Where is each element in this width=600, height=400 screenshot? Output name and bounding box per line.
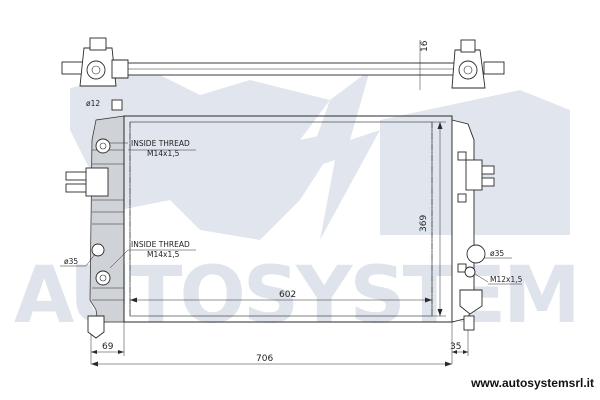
thread-bottom-title: INSIDE THREAD	[131, 240, 190, 249]
left-drain-foot	[87, 315, 105, 339]
right-bottom-pin	[463, 315, 475, 331]
extension-lines	[90, 322, 469, 364]
website-url: www.autosystemsrl.it	[471, 376, 594, 390]
top-pipe	[61, 37, 505, 89]
dim-overall-width-label: 706	[256, 354, 273, 364]
left-35-label: ø35	[64, 257, 78, 266]
right-top-nipple	[460, 39, 476, 53]
thread-top-title: INSIDE THREAD	[131, 139, 190, 148]
dim-left-offset-label: 69	[102, 342, 114, 352]
right-35-label: ø35	[490, 249, 504, 258]
right-tank-lug-a	[457, 151, 467, 161]
watermark-bull-shape	[70, 70, 345, 240]
annotation-right-35: ø35	[484, 249, 512, 259]
dim-overall-width: 706	[91, 354, 452, 367]
dim-right-offset: 35	[450, 342, 468, 354]
right-drain-foot	[459, 289, 483, 315]
right-tank-lug-c	[457, 263, 467, 273]
small-port: ø12	[86, 99, 123, 111]
thread-port-top-inner	[99, 142, 107, 150]
watermark-bolt-shape	[305, 70, 380, 240]
dim-core-height: 369	[419, 121, 446, 317]
left-housing-cap	[86, 60, 106, 80]
left-tank	[65, 115, 125, 339]
left-35-port	[91, 243, 105, 257]
right-hose-stub	[483, 61, 505, 75]
right-35-port	[466, 244, 486, 264]
dim-right-offset-label: 35	[450, 342, 461, 352]
thread-bottom-size: M14x1,5	[147, 250, 180, 259]
left-pipe-collar	[111, 59, 129, 79]
right-inlet-block	[465, 159, 483, 191]
dim-left-offset: 69	[91, 342, 124, 354]
dim-top-pipe: 16	[414, 40, 430, 90]
right-tank-lug-b	[457, 193, 467, 203]
thread-port-bottom-inner	[99, 274, 107, 282]
right-housing-cap-inner	[463, 65, 473, 75]
right-thread-port	[464, 266, 476, 278]
left-outlet-block	[85, 167, 109, 197]
annotation-left-35: ø35	[60, 253, 96, 267]
right-housing-cap	[458, 60, 478, 80]
dim-top-pipe-label: 16	[420, 40, 430, 52]
dim-core-height-label: 369	[419, 215, 429, 232]
thread-port-bottom	[95, 270, 111, 286]
left-housing-cap-inner	[91, 65, 101, 75]
annotation-thread-top: INSIDE THREAD M14x1,5	[110, 139, 196, 158]
annotation-thread-bottom: INSIDE THREAD M14x1,5	[109, 240, 196, 269]
thread-top-size: M14x1,5	[147, 149, 180, 158]
dim-core-width: 602	[130, 290, 432, 303]
dim-core-width-label: 602	[279, 290, 296, 300]
left-top-nipple	[89, 37, 107, 51]
annotation-right-thread: M12x1,5	[474, 273, 523, 285]
small-port-label: ø12	[86, 99, 100, 108]
small-port-body	[111, 99, 123, 111]
thread-port-top	[95, 138, 111, 154]
right-thread-label: M12x1,5	[490, 275, 523, 284]
right-tank	[451, 119, 495, 331]
